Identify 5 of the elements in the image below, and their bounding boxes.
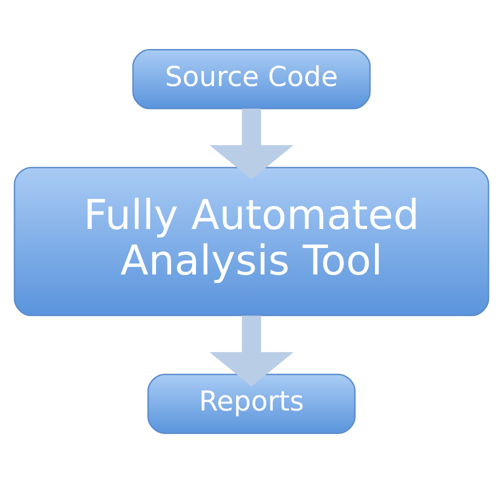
node-box: Source Code [132,48,370,109]
arrow [208,315,294,386]
node-box: Fully Automated Analysis Tool [13,166,489,316]
node-box: Reports [146,373,356,434]
arrow [209,108,294,179]
